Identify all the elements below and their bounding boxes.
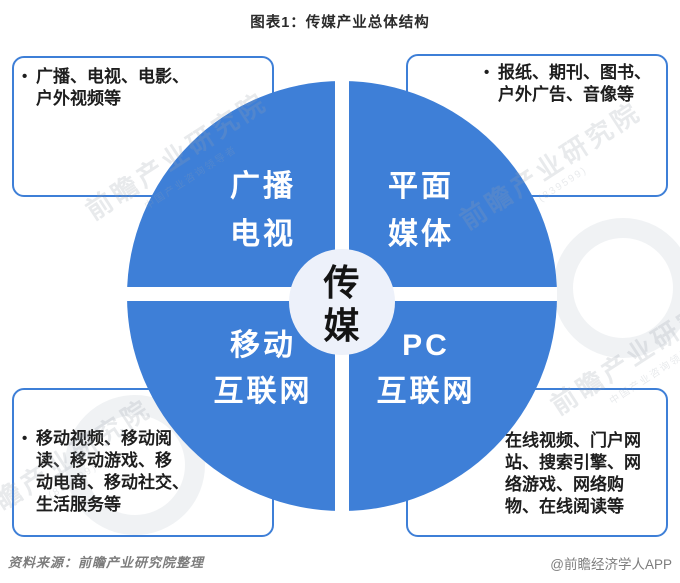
center-hub-label: 传 媒 xyxy=(292,261,392,347)
quadrant-label-line: 平面 xyxy=(388,170,454,203)
callout-line: 生活服务等 xyxy=(36,495,121,514)
watermark-ring-logo xyxy=(553,218,680,358)
callout-lines: 在线视频、门户网 站、搜索引擎、网 络游戏、网络购 物、在线阅读等 xyxy=(505,430,641,518)
callout-text-bottom-left: • 移动视频、移动阅 读、移动游戏、移 动电商、移动社交、 生活服务等 xyxy=(22,428,262,516)
hub-label-line: 媒 xyxy=(323,305,361,346)
callout-line: 站、搜索引擎、网 xyxy=(505,453,641,472)
callout-line: 移动视频、移动阅 xyxy=(36,429,172,448)
quadrant-label-print-media: 平面 媒体 xyxy=(351,163,491,259)
callout-line: 读、移动游戏、移 xyxy=(36,451,172,470)
quadrant-label-mobile-internet: 移动 互联网 xyxy=(183,323,343,415)
bullet-glyph: • xyxy=(22,68,28,85)
hub-label-line: 传 xyxy=(323,262,361,303)
callout-line: 报纸、期刊、图书、 xyxy=(498,63,651,82)
callout-lines: 广播、电视、电影、 户外视频等 xyxy=(36,66,189,110)
callout-line: 在线视频、门户网 xyxy=(505,431,641,450)
quadrant-label-line: 互联网 xyxy=(213,375,313,408)
bullet-glyph: • xyxy=(484,64,490,81)
figure-title: 图表1：传媒产业总体结构 xyxy=(250,15,430,31)
callout-line: 广播、电视、电影、 xyxy=(36,67,189,86)
quadrant-label-line: 互联网 xyxy=(376,375,476,408)
center-hub-circle xyxy=(289,249,395,355)
callout-text-bottom-right: 在线视频、门户网 站、搜索引擎、网 络游戏、网络购 物、在线阅读等 xyxy=(505,430,665,518)
quadrant-label-line: 媒体 xyxy=(388,218,454,251)
quadrant-label-line: 电视 xyxy=(230,218,296,251)
callout-text-top-right: • 报纸、期刊、图书、 户外广告、音像等 xyxy=(484,62,666,106)
quadrant-label-broadcast-tv: 广播 电视 xyxy=(193,163,333,259)
quadrant-label-line: 广播 xyxy=(230,170,296,203)
callout-text-top-left: • 广播、电视、电影、 户外视频等 xyxy=(22,66,262,110)
callout-line: 户外广告、音像等 xyxy=(498,85,634,104)
callout-lines: 报纸、期刊、图书、 户外广告、音像等 xyxy=(498,62,651,106)
callout-line: 户外视频等 xyxy=(36,89,121,108)
callout-line: 络游戏、网络购 xyxy=(505,475,624,494)
quadrant-label-line: 移动 xyxy=(230,329,296,362)
credit-note: @前瞻经济学人APP xyxy=(550,557,672,572)
source-note: 资料来源：前瞻产业研究院整理 xyxy=(8,555,205,570)
callout-lines: 移动视频、移动阅 读、移动游戏、移 动电商、移动社交、 生活服务等 xyxy=(36,428,189,516)
callout-line: 物、在线阅读等 xyxy=(505,497,624,516)
quadrant-label-line: PC xyxy=(402,329,450,362)
callout-line: 动电商、移动社交、 xyxy=(36,473,189,492)
bullet-glyph: • xyxy=(22,430,28,447)
quadrant-label-pc-internet: PC 互联网 xyxy=(346,323,506,415)
